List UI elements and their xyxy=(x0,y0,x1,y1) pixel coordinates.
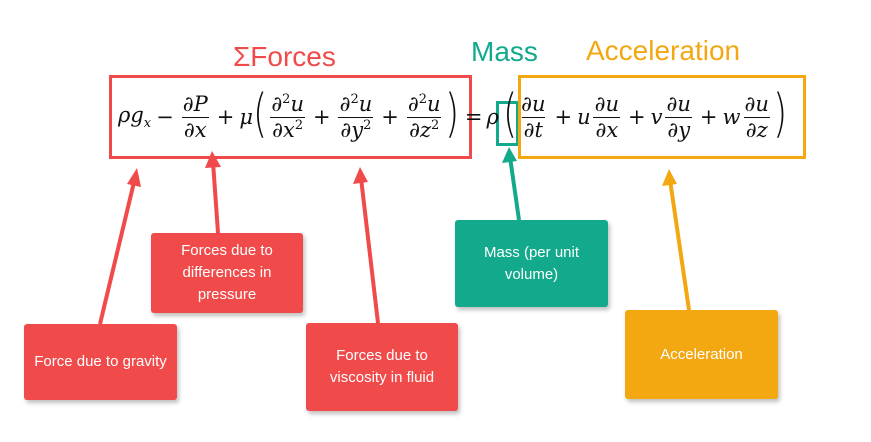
d2u-dy2-term: ∂2u∂y2 xyxy=(338,92,374,142)
forces-title: ΣForces xyxy=(233,41,336,72)
minus-sign: − xyxy=(156,105,174,129)
v-coefficient: v xyxy=(650,105,663,129)
du-dz-term: ∂u∂z xyxy=(743,92,770,142)
du-dy-term: ∂u∂y xyxy=(665,92,693,142)
pressure-gradient-term: ∂P∂x xyxy=(181,92,209,142)
acceleration-callout: Acceleration xyxy=(625,310,778,399)
u-coefficient: u xyxy=(577,105,591,129)
pressure-callout: Forces due to differences in pressure xyxy=(151,233,303,313)
viscosity-arrow xyxy=(353,167,380,324)
mass-title: Mass xyxy=(471,36,538,67)
right-paren: ) xyxy=(444,84,459,144)
acceleration-title: Acceleration xyxy=(586,35,741,66)
acceleration-box xyxy=(518,75,806,159)
pressure-arrow xyxy=(205,151,221,234)
mass-box xyxy=(496,101,519,146)
left-paren: ( xyxy=(253,84,268,144)
viscosity-callout: Forces due to viscosity in fluid xyxy=(306,323,458,411)
mass-callout: Mass (per unit volume) xyxy=(455,220,608,307)
gravity-callout: Force due to gravity xyxy=(24,324,177,400)
gravity-arrow xyxy=(98,168,141,325)
left-paren-accel: ( xyxy=(502,84,518,144)
density-term: ρ xyxy=(486,105,499,129)
forces-box xyxy=(109,75,472,159)
mass-arrow xyxy=(502,147,521,221)
d2u-dx2-term: ∂2u∂x2 xyxy=(270,92,306,142)
d2u-dz2-term: ∂2u∂z2 xyxy=(407,92,442,142)
du-dx-term: ∂u∂x xyxy=(593,92,621,142)
w-coefficient: w xyxy=(722,105,741,129)
right-paren-accel: ) xyxy=(772,84,788,144)
plus-sign: + xyxy=(216,105,235,129)
du-dt-term: ∂u∂t xyxy=(521,92,546,142)
navier-stokes-equation: ρgx − ∂P∂x + μ ( ∂2u∂x2 + ∂2u∂y2 + ∂2u∂z… xyxy=(118,84,788,144)
acceleration-arrow xyxy=(662,169,691,311)
gravity-term: ρgx xyxy=(118,102,152,132)
equals-sign: = xyxy=(464,105,483,129)
viscosity-coefficient: μ xyxy=(239,105,254,129)
